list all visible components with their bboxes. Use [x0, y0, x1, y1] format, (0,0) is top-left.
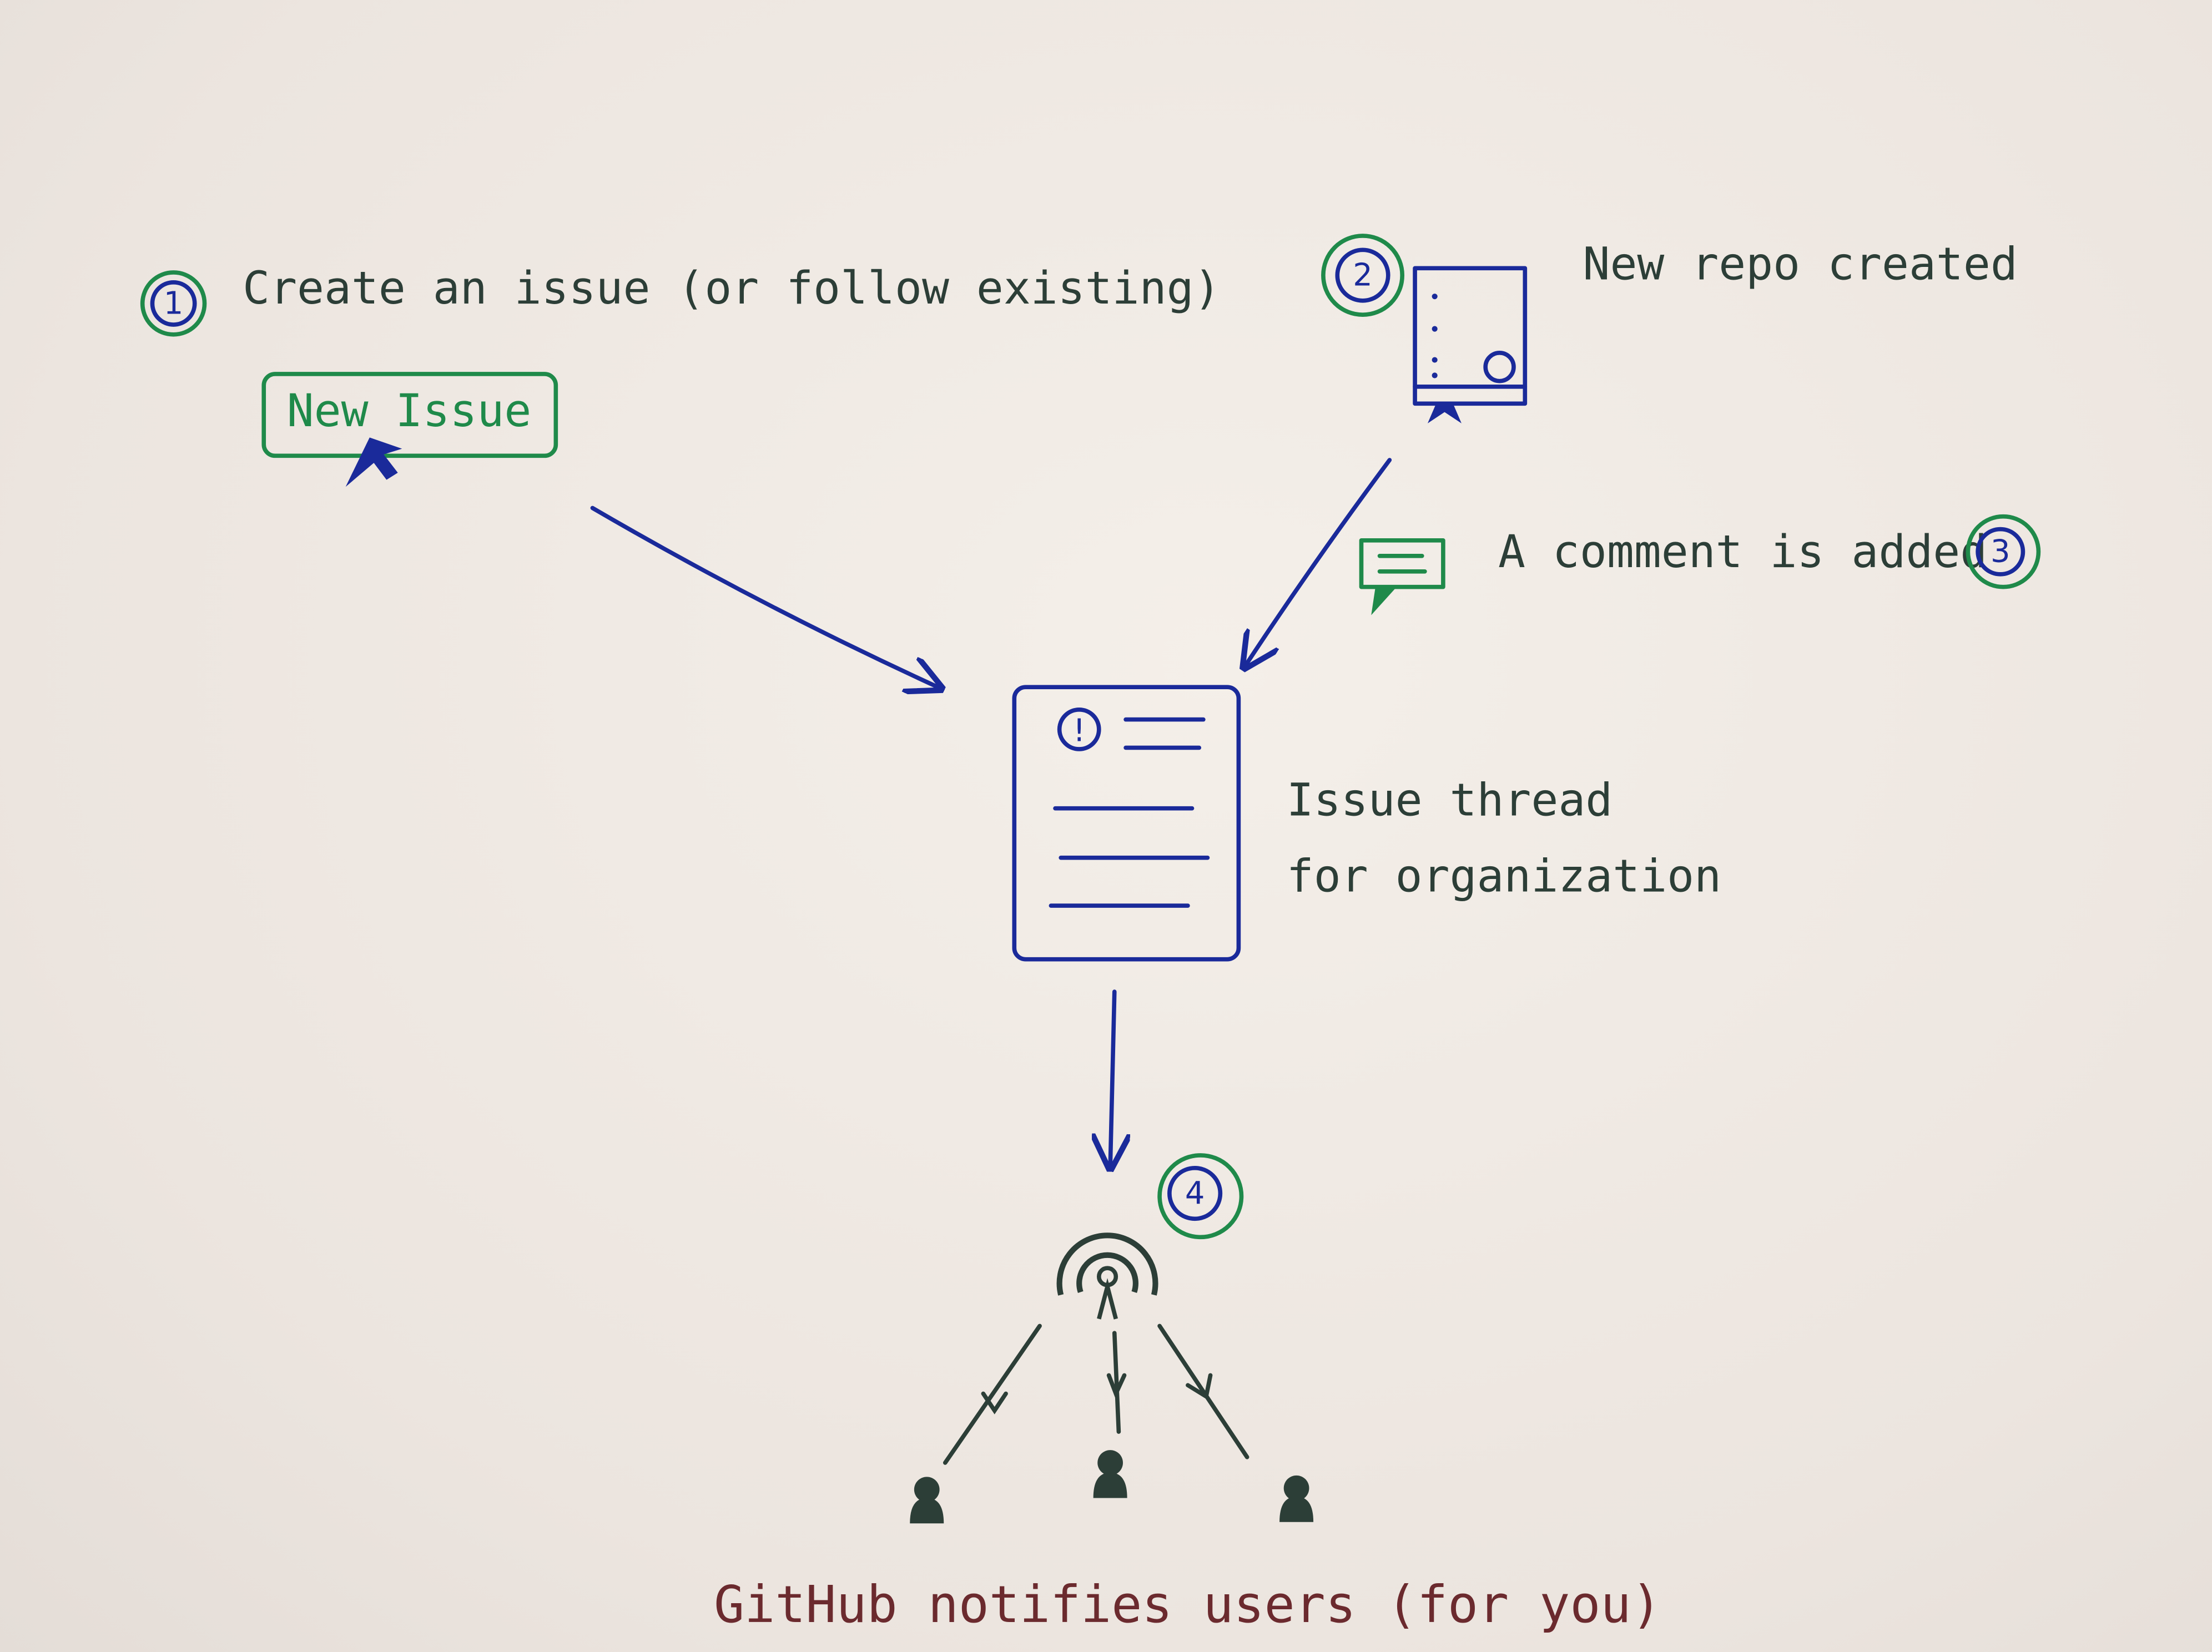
user-icon [1279, 1475, 1314, 1522]
step-1-label: Create an issue (or follow existing) [243, 262, 1221, 315]
step-1: 1 Create an issue (or follow existing) [140, 262, 1221, 337]
step-3-label: A comment is added [1498, 526, 1987, 578]
issue-document-icon: ! [1012, 685, 1241, 962]
step-1-number: 1 [164, 285, 184, 321]
step-4-number: 4 [1185, 1175, 1205, 1211]
footer-caption: GitHub notifies users (for you) [714, 1575, 1661, 1634]
notify-arrows [943, 1323, 1249, 1465]
step-3-badge-inner [1976, 527, 2025, 577]
step-2-number: 2 [1353, 257, 1373, 294]
step-3-number: 3 [1991, 534, 2011, 570]
step-3-badge-outer [1966, 514, 2041, 589]
step-1-badge-outer [140, 270, 207, 337]
step-4-badge-inner [1167, 1165, 1223, 1221]
issue-icon-glyph: ! [1073, 713, 1085, 749]
user-icon [1093, 1450, 1127, 1498]
step-4-badge-outer [1157, 1153, 1244, 1240]
issue-thread-label-line1: Issue thread [1287, 774, 1613, 826]
repo-book-icon [1413, 266, 1528, 423]
new-issue-button-label: New Issue [287, 385, 532, 437]
comment-bubble-icon [1359, 538, 1445, 615]
step-2-badge-outer [1321, 234, 1405, 317]
issue-thread-label-line2: for organization [1287, 851, 1721, 903]
step-2-label: New repo created [1583, 239, 2018, 291]
user-icon [910, 1477, 944, 1524]
cursor-icon [345, 437, 402, 487]
arrow-thread-to-notify [1110, 989, 1115, 1168]
arrow-repo-to-thread [1244, 458, 1392, 668]
step-2: 2 New repo created [1321, 234, 2018, 423]
step-3: A comment is added 3 [1359, 514, 2041, 615]
step-2-badge-inner [1335, 247, 1390, 303]
step-4: 4 [1157, 1153, 1244, 1240]
step-1-badge-inner [150, 280, 197, 327]
arrow-issue-to-thread [590, 506, 941, 688]
broadcast-icon [1056, 1232, 1158, 1320]
new-issue-button[interactable]: New Issue [261, 372, 558, 487]
